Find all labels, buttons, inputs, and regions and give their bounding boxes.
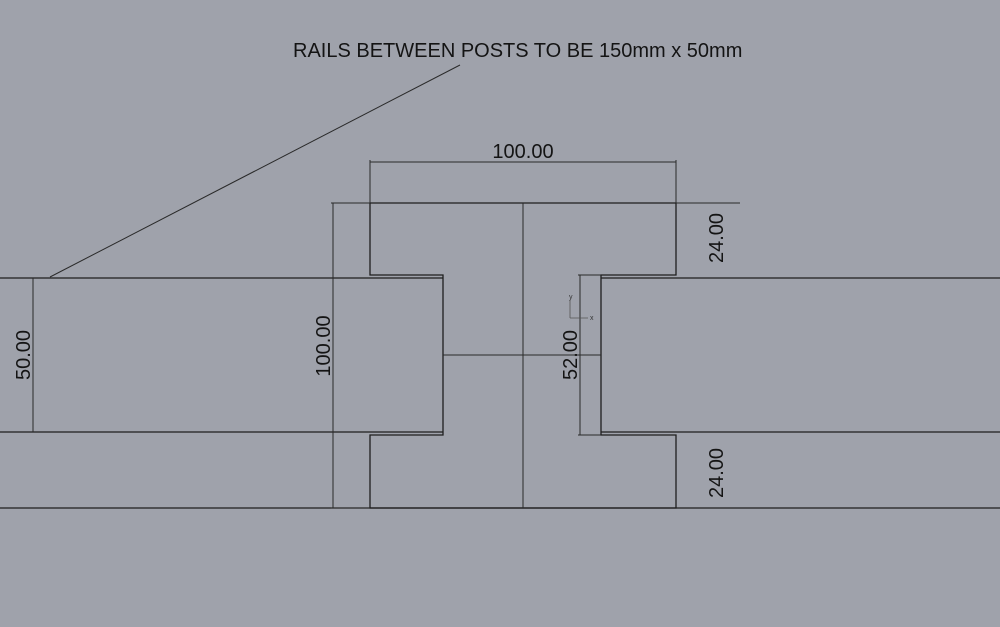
axis-y-label: y <box>569 294 573 301</box>
note-leader[interactable] <box>49 64 461 278</box>
dim-bottom-flange[interactable]: 24.00 <box>706 448 728 498</box>
dim-post-height[interactable]: 100.00 <box>313 202 370 509</box>
left-rail[interactable] <box>0 277 443 433</box>
dim-post-width-label: 100.00 <box>492 141 553 163</box>
rails-note[interactable]: RAILS BETWEEN POSTS TO BE 150mm x 50mm <box>293 40 742 62</box>
right-rail[interactable] <box>600 277 1000 433</box>
dim-notch-height[interactable]: 52.00 <box>560 274 601 436</box>
dim-post-height-label: 100.00 <box>313 315 335 376</box>
axis-x-label: x <box>590 315 594 322</box>
dim-post-width[interactable]: 100.00 <box>369 141 677 203</box>
dim-top-flange-label: 24.00 <box>706 213 728 263</box>
post-section[interactable] <box>369 202 677 509</box>
dim-rail-height-label: 50.00 <box>13 330 35 380</box>
axis-gizmo-icon: y x <box>569 294 594 322</box>
dim-notch-height-label: 52.00 <box>560 330 582 380</box>
dim-rail-height[interactable]: 50.00 <box>13 278 35 432</box>
dim-bottom-flange-label: 24.00 <box>706 448 728 498</box>
dim-top-flange[interactable]: 24.00 <box>676 202 740 263</box>
